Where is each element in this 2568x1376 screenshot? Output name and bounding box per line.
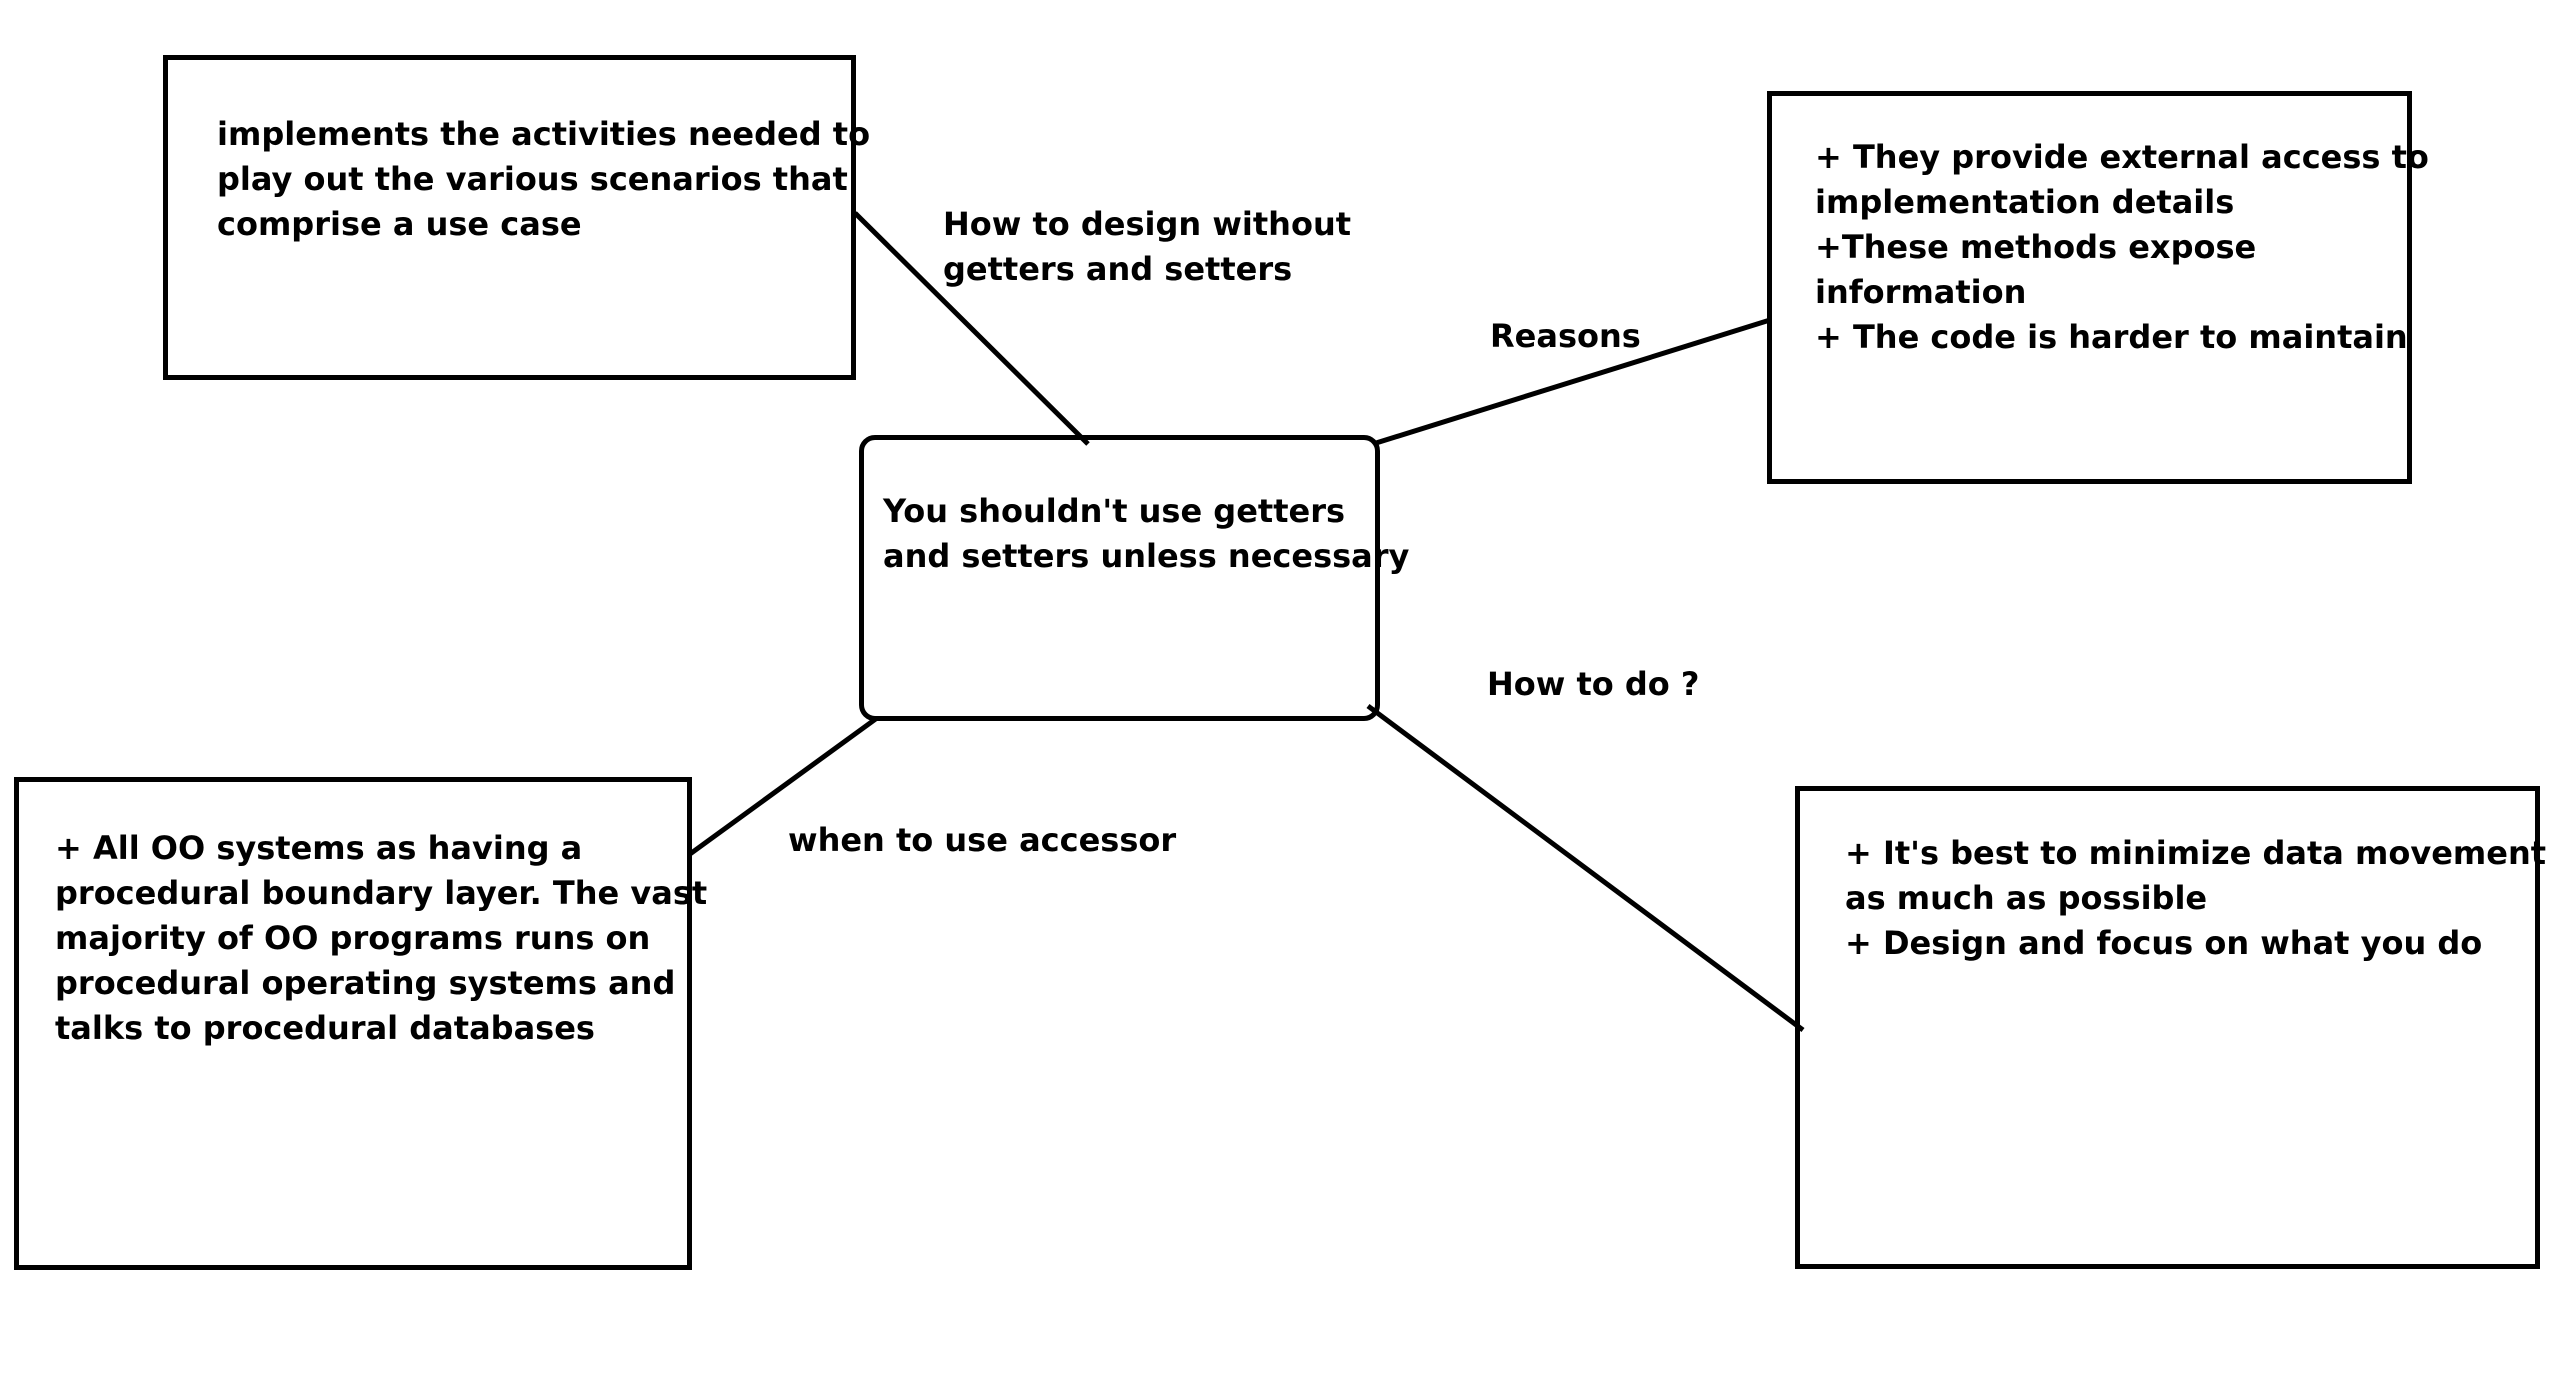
center-box	[859, 435, 1380, 721]
bottom-right-line-3: + Design and focus on what you do	[1845, 924, 2483, 962]
edge-label-design-line-2: getters and setters	[943, 250, 1293, 288]
bottom-right-box	[1795, 786, 2540, 1269]
connector-center-to-top-left	[853, 211, 1090, 446]
connector-center-to-bottom-left	[688, 715, 879, 857]
top-left-line-2: play out the various scenarios that	[217, 160, 848, 198]
top-right-line-3: +These methods expose	[1815, 228, 2257, 266]
top-left-box-text: implements the activities needed to play…	[217, 112, 870, 247]
bottom-right-line-2: as much as possible	[1845, 879, 2208, 917]
bottom-right-line-1: + It's best to minimize data movement	[1845, 834, 2547, 872]
edge-label-how-to-do: How to do ?	[1487, 665, 1700, 703]
connector-center-to-bottom-right	[1366, 703, 1805, 1033]
edge-label-design-line-1: How to design without	[943, 205, 1352, 243]
bottom-left-box	[14, 777, 692, 1270]
top-right-line-5: + The code is harder to maintain	[1815, 318, 2408, 356]
top-right-box-text: + They provide external access to implem…	[1815, 135, 2429, 360]
bottom-left-line-4: procedural operating systems and	[55, 964, 676, 1002]
top-right-line-1: + They provide external access to	[1815, 138, 2429, 176]
top-left-box	[163, 55, 856, 380]
top-right-box	[1767, 91, 2412, 484]
edge-label-design: How to design without getters and setter…	[943, 202, 1351, 292]
bottom-left-line-5: talks to procedural databases	[55, 1009, 595, 1047]
connector-center-to-top-right	[1375, 317, 1771, 446]
top-left-line-3: comprise a use case	[217, 205, 582, 243]
bottom-left-line-1: + All OO systems as having a	[55, 829, 583, 867]
top-right-line-4: information	[1815, 273, 2027, 311]
bottom-left-line-3: majority of OO programs runs on	[55, 919, 651, 957]
bottom-left-line-2: procedural boundary layer. The vast	[55, 874, 708, 912]
bottom-left-box-text: + All OO systems as having a procedural …	[55, 826, 707, 1051]
top-left-line-1: implements the activities needed to	[217, 115, 871, 153]
edge-label-reasons: Reasons	[1490, 317, 1641, 355]
center-line-2: and setters unless necessary	[883, 537, 1410, 575]
center-line-1: You shouldn't use getters	[883, 492, 1346, 530]
edge-label-accessor: when to use accessor	[788, 821, 1177, 859]
center-box-text: You shouldn't use getters and setters un…	[883, 489, 1409, 579]
bottom-right-box-text: + It's best to minimize data movement as…	[1845, 831, 2546, 966]
top-right-line-2: implementation details	[1815, 183, 2235, 221]
